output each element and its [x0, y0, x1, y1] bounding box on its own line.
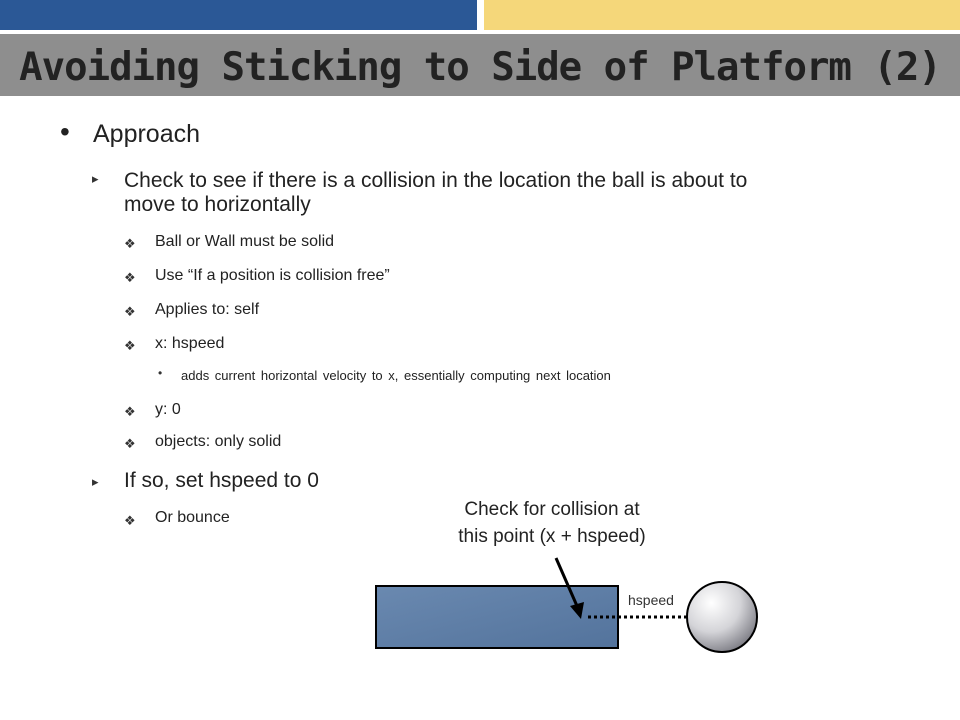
diamond-icon: ❖ — [124, 270, 136, 285]
sub-item-x-hspeed: x: hspeed — [155, 335, 225, 352]
or-bounce-text: Or bounce — [155, 509, 230, 526]
detail-text: adds current horizontal velocity to x, e… — [181, 368, 611, 383]
sub-item-applies-to: Applies to: self — [155, 301, 260, 318]
check-text-line2: move to horizontally — [124, 193, 311, 216]
bullet-icon: • — [60, 116, 70, 147]
ball — [686, 581, 758, 653]
sub-item-collision-free: Use “If a position is collision free” — [155, 267, 390, 284]
small-bullet-icon: • — [158, 366, 163, 380]
diamond-icon: ❖ — [124, 236, 136, 251]
hspeed-label: hspeed — [628, 592, 674, 608]
arrow-icon: ▸ — [92, 171, 99, 186]
pointer-arrow-line — [554, 557, 579, 607]
diagram-caption: Check for collision at this point (x + h… — [458, 499, 646, 547]
sub-item-solid: Ball or Wall must be solid — [155, 233, 335, 250]
sub-item-objects: objects: only solid — [155, 433, 282, 450]
header-bar-yellow — [484, 0, 960, 30]
header-bar-blue — [0, 0, 477, 30]
if-so-text: If so, set hspeed to 0 — [124, 469, 319, 492]
arrow-icon: ▸ — [92, 474, 99, 489]
diamond-icon: ❖ — [124, 404, 136, 419]
diamond-icon: ❖ — [124, 436, 136, 451]
check-text-line1: Check to see if there is a collision in … — [124, 169, 748, 192]
diamond-icon: ❖ — [124, 513, 136, 528]
slide-title: Avoiding Sticking to Side of Platform (2… — [19, 45, 942, 90]
title-band — [0, 34, 960, 96]
slide-content: • Approach ▸ Check to see if there is a … — [60, 116, 748, 528]
diamond-icon: ❖ — [124, 338, 136, 353]
sub-item-y: y: 0 — [155, 401, 181, 418]
approach-heading: Approach — [93, 120, 201, 148]
pointer-arrow-head — [570, 602, 584, 619]
platform-block — [375, 585, 619, 649]
diamond-icon: ❖ — [124, 304, 136, 319]
